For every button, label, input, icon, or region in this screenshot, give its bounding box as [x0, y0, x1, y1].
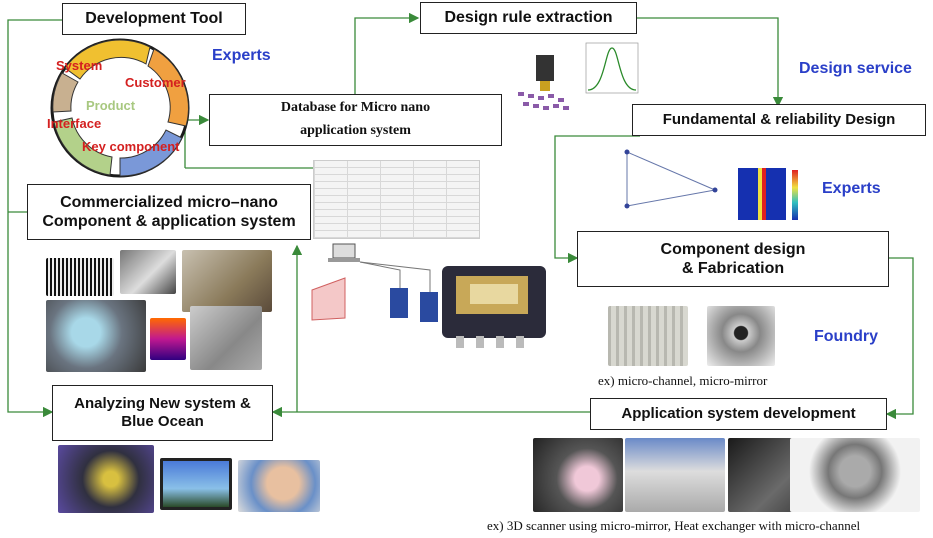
analyzing-line2: Blue Ocean — [121, 413, 204, 430]
application-dev-box: Application system development — [590, 398, 887, 430]
examples-caption: ex) 3D scanner using micro-mirror, Heat … — [487, 518, 861, 533]
database-box: Database for Micro nano application syst… — [209, 94, 502, 146]
commercialized-box: Commercialized micro–nano Component & ap… — [27, 184, 311, 240]
tower-photo — [160, 458, 232, 510]
3d-scanner-photo — [533, 438, 623, 512]
heat-exchanger-photo — [790, 438, 920, 512]
development-tool-box: Development Tool — [62, 3, 246, 35]
cycle-interface-label: Interface — [47, 116, 102, 131]
experts-top-label: Experts — [212, 47, 271, 64]
database-line1: Database for Micro nano — [280, 100, 431, 116]
micro-parts-caption: ex) micro-channel, micro-mirror — [598, 373, 768, 388]
thermal-photo — [150, 318, 186, 360]
car-seat-photo — [190, 306, 262, 370]
commercialized-line2: Component & application system — [42, 213, 296, 230]
component-design-line2: & Fabrication — [681, 260, 785, 277]
design-service-label: Design service — [799, 60, 912, 77]
micro-channel-photo — [608, 306, 688, 366]
circuit-photo — [182, 250, 272, 312]
commercialized-line1: Commercialized micro–nano — [60, 193, 278, 211]
foundry-label: Foundry — [814, 328, 878, 345]
phone-photo — [238, 460, 320, 512]
experts-mid-label: Experts — [822, 180, 881, 197]
cycle-key-component-label: Key component — [82, 139, 180, 154]
component-design-box: Component design & Fabrication — [577, 231, 889, 287]
cycle-system-label: System — [56, 58, 103, 73]
development-tool-label: Development Tool — [85, 10, 223, 28]
cycle-product-label: Product — [86, 98, 136, 113]
database-line2: application system — [300, 123, 411, 138]
exhibition-photo — [625, 438, 725, 512]
design-rule-extraction-label: Design rule extraction — [444, 9, 613, 27]
database-table-image — [313, 160, 480, 239]
application-dev-label: Application system development — [621, 405, 856, 422]
system-schematic-graphic — [311, 243, 546, 348]
scanner-photo — [120, 250, 176, 294]
barcode-photo — [46, 258, 114, 296]
projector-photo — [46, 300, 146, 372]
analyzing-line1: Analyzing New system & — [74, 395, 251, 412]
fundamental-design-label: Fundamental & reliability Design — [662, 111, 896, 128]
micro-mirror-photo — [707, 306, 775, 366]
design-rule-graphic — [518, 42, 639, 110]
fundamental-design-graphic — [624, 149, 798, 220]
analyzing-box: Analyzing New system & Blue Ocean — [52, 385, 273, 441]
design-rule-extraction-box: Design rule extraction — [420, 2, 637, 34]
tire-photo — [58, 445, 154, 513]
fundamental-design-box: Fundamental & reliability Design — [632, 104, 926, 136]
cycle-customer-label: Customer — [125, 75, 186, 90]
component-design-line1: Component design — [660, 240, 806, 258]
